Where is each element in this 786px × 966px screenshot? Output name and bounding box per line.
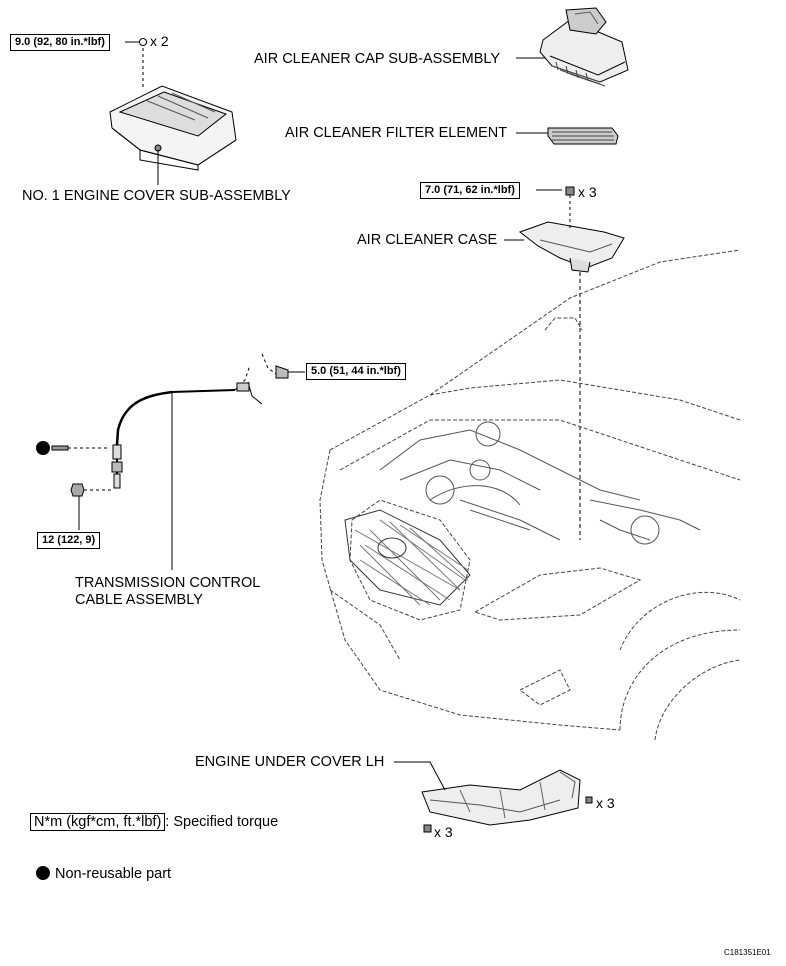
label-engine-cover: NO. 1 ENGINE COVER SUB-ASSEMBLY: [22, 188, 291, 204]
qty-under-cover-right: x 3: [596, 795, 615, 811]
clip-pin-icon: [51, 445, 69, 451]
engine-cover-nut-icon: [139, 38, 147, 46]
torque-cable-bracket: 5.0 (51, 44 in.*lbf): [306, 363, 406, 380]
legend-torque-text: : Specified torque: [165, 814, 279, 830]
label-air-cleaner-case: AIR CLEANER CASE: [357, 232, 498, 248]
grille: [344, 509, 471, 606]
torque-engine-cover: 9.0 (92, 80 in.*lbf): [10, 34, 110, 51]
label-engine-under-cover: ENGINE UNDER COVER LH: [195, 754, 385, 770]
under-cover-bolt-right-icon: [585, 796, 593, 804]
nonreusable-clip-icon: [36, 441, 50, 455]
under-cover-leader: [394, 761, 446, 791]
under-cover-bolt-bottom-icon: [423, 824, 432, 833]
transmission-cable-drawing: [111, 353, 289, 489]
label-air-cleaner-filter: AIR CLEANER FILTER ELEMENT: [285, 125, 508, 141]
legend-nonreusable-icon: [36, 866, 50, 880]
qty-under-cover-bottom: x 3: [434, 824, 453, 840]
torque-air-cleaner-case: 7.0 (71, 62 in.*lbf): [420, 182, 520, 199]
air-cleaner-filter-drawing: [547, 127, 619, 145]
vehicle-outline: [319, 249, 741, 741]
cable-end-nut-icon: [70, 483, 85, 497]
engine-bay-detail: [379, 421, 701, 545]
air-cleaner-cap-drawing: [539, 7, 629, 87]
qty-air-cleaner-bolt: x 3: [578, 184, 597, 200]
engine-cover-drawing: [109, 85, 237, 171]
label-transmission-cable-2: CABLE ASSEMBLY: [75, 592, 203, 608]
label-transmission-cable-1: TRANSMISSION CONTROL: [75, 575, 261, 591]
legend-torque: N*m (kgf*cm, ft.*lbf): Specified torque: [30, 813, 279, 831]
label-air-cleaner-cap: AIR CLEANER CAP SUB-ASSEMBLY: [254, 51, 501, 67]
air-cleaner-case-drawing: [518, 186, 625, 273]
engine-under-cover-drawing: [421, 769, 581, 826]
torque-cable-end: 12 (122, 9): [37, 532, 101, 549]
figure-code: C181351E01: [724, 948, 771, 957]
legend-torque-box: N*m (kgf*cm, ft.*lbf): [30, 813, 166, 831]
legend-nonreusable-text: Non-reusable part: [55, 866, 172, 882]
qty-engine-cover-nut: x 2: [150, 33, 169, 49]
